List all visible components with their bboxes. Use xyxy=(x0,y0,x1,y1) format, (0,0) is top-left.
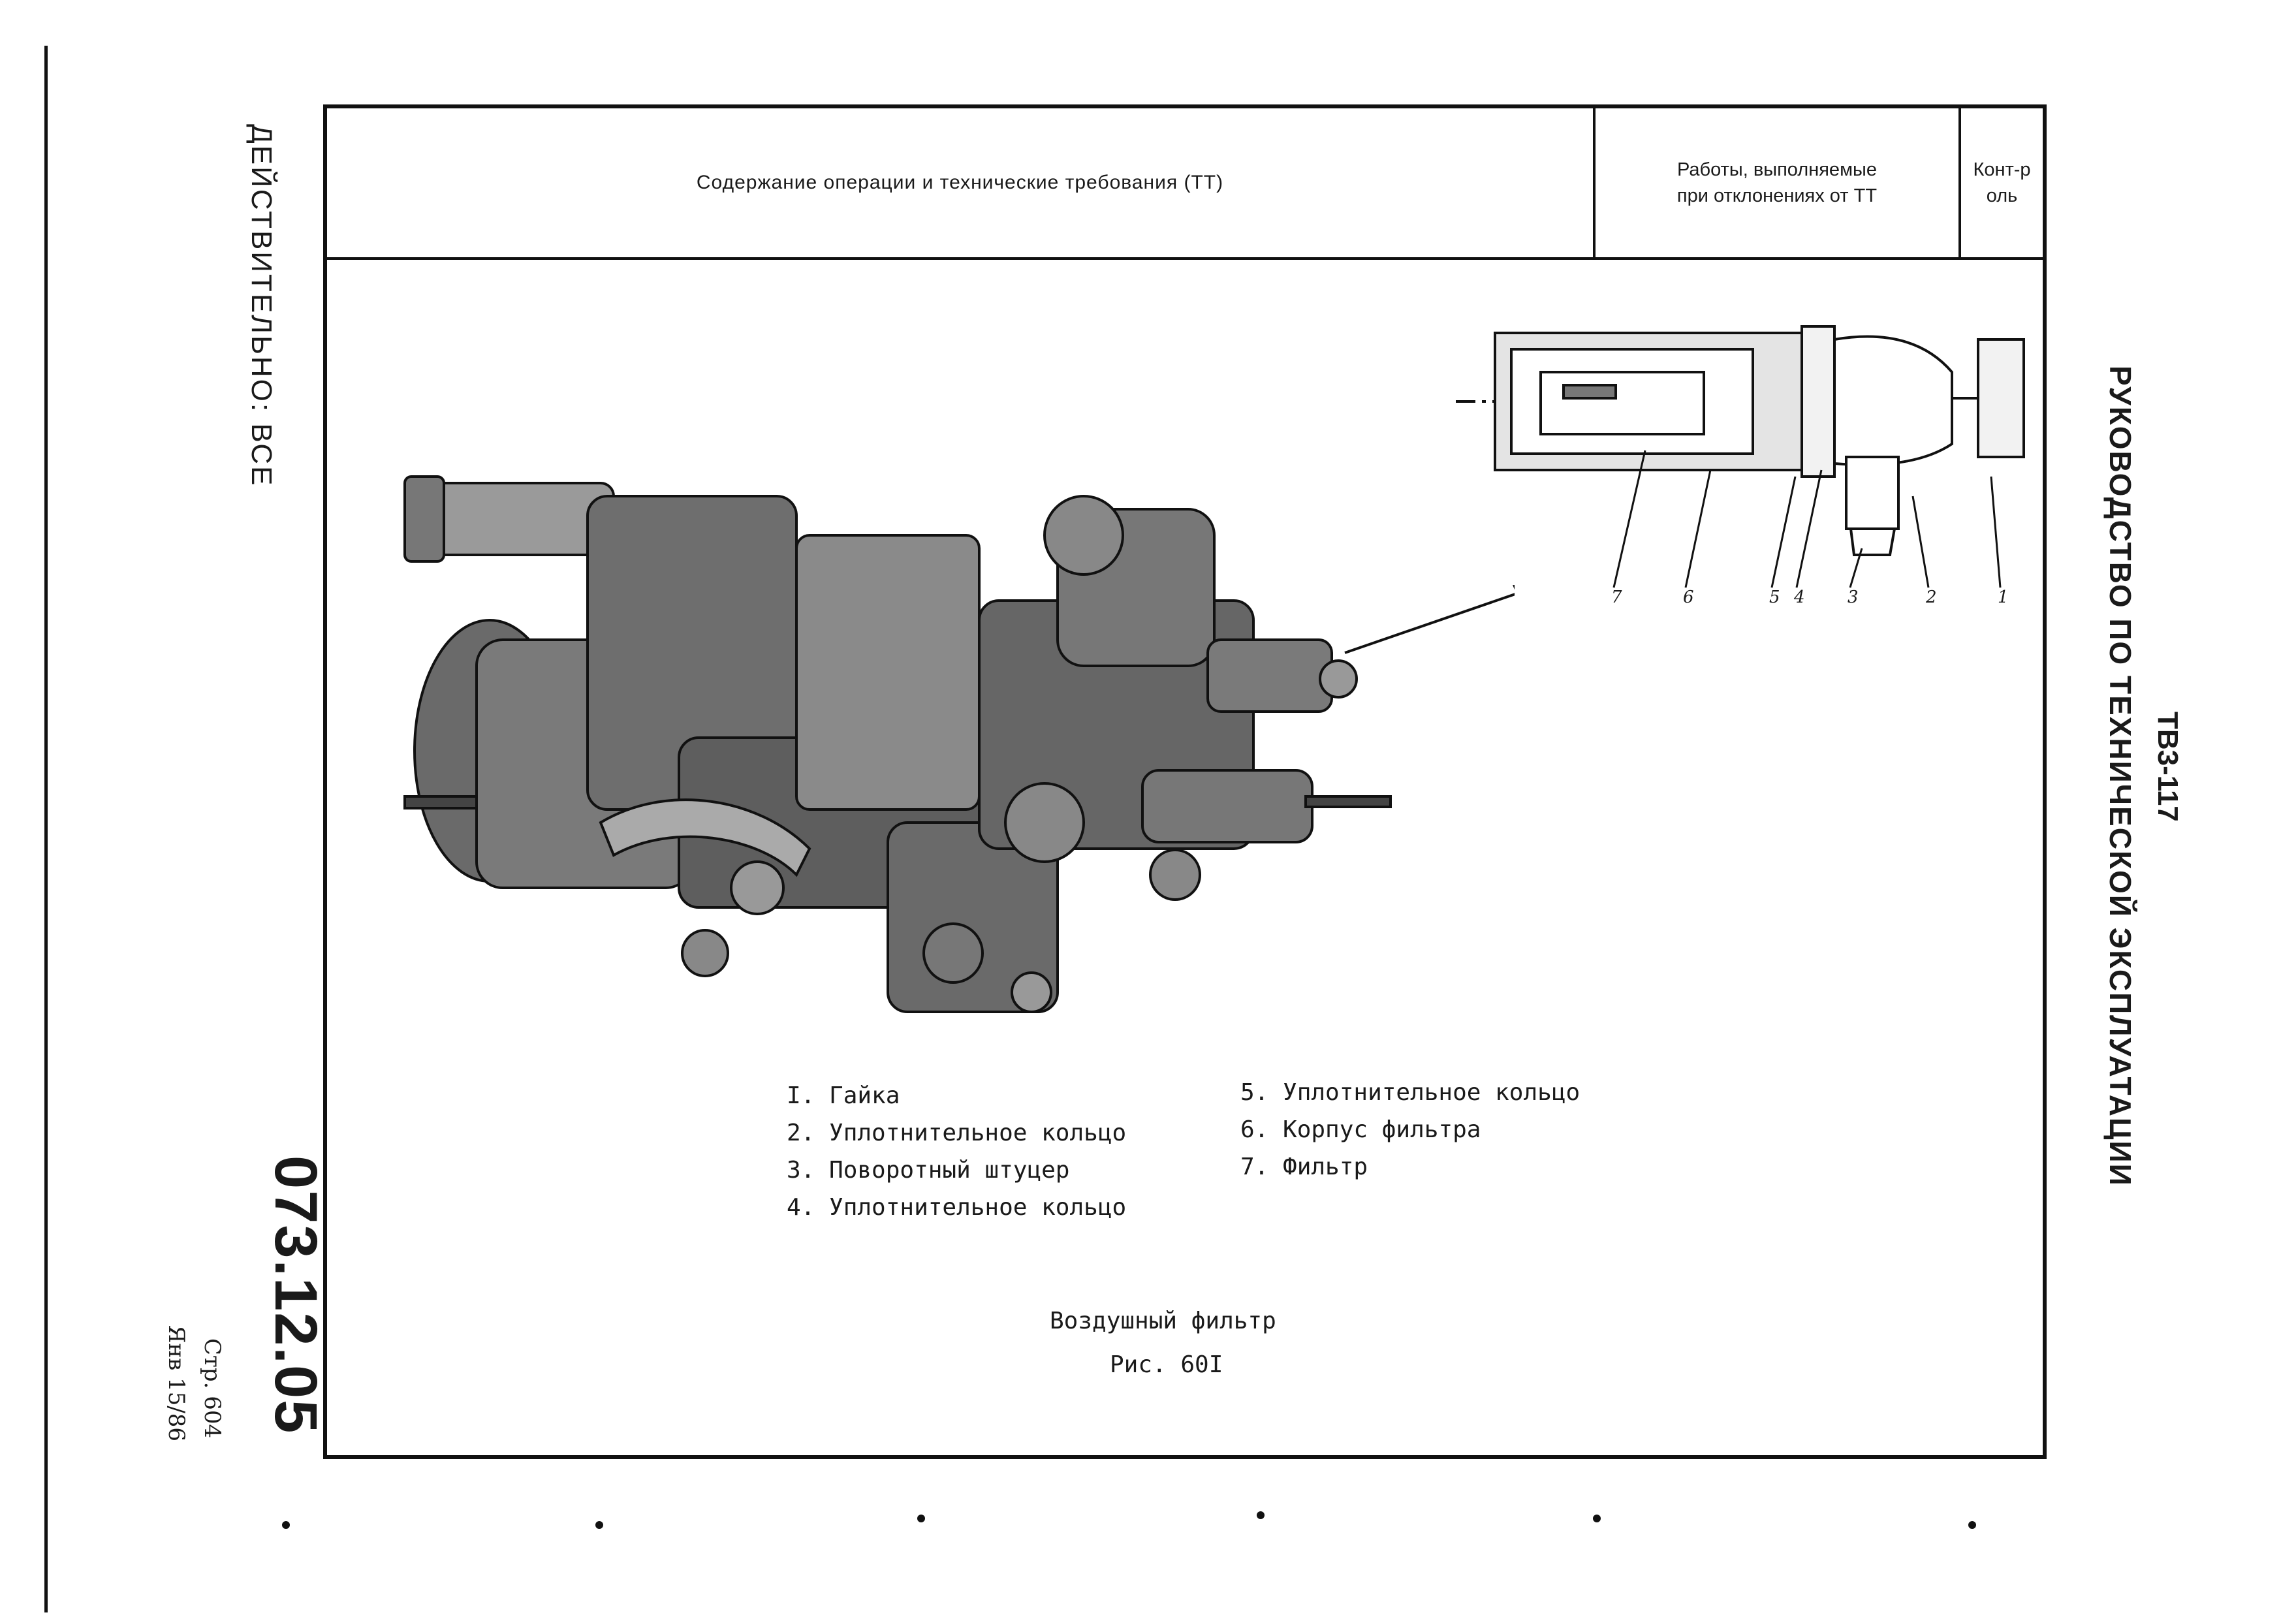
column-divider xyxy=(1593,108,1596,260)
validity-label: ДЕЙСТВИТЕЛЬНО: ВСЕ xyxy=(245,124,277,488)
callout-6: 6 xyxy=(1683,588,1694,607)
callout-leader-lines xyxy=(1612,450,2002,588)
callout-5: 5 xyxy=(1769,588,1780,607)
binding-line xyxy=(44,46,48,1612)
document-number: 073.12.05 xyxy=(262,1155,329,1435)
header-works-text: Работы, выполняемые при отклонениях от Т… xyxy=(1676,159,1878,206)
callout-3: 3 xyxy=(1848,588,1859,607)
callout-4: 4 xyxy=(1794,588,1805,607)
legend-left-column: I. Гайка 2. Уплотнительное кольцо 3. Пов… xyxy=(787,1077,1126,1226)
header-content-column: Содержание операции и технические требов… xyxy=(696,172,1224,193)
legend-item: 2. Уплотнительное кольцо xyxy=(787,1120,1127,1146)
figure-title: Воздушный фильтр xyxy=(1050,1308,1276,1334)
legend-item: 4. Уплотнительное кольцо xyxy=(787,1194,1127,1221)
punch-mark xyxy=(595,1521,603,1529)
header-works-column: Работы, выполняемые при отклонениях от Т… xyxy=(1596,108,1958,257)
table-header-row xyxy=(327,108,2043,260)
figure-number: Рис. 60I xyxy=(1110,1351,1223,1378)
page-number: Стр. 604 xyxy=(199,1338,225,1439)
callout-2: 2 xyxy=(1926,588,1937,607)
legend-right-column: 5. Уплотнительное кольцо 6. Корпус фильт… xyxy=(1240,1074,1580,1186)
manual-title: РУКОВОДСТВО ПО ТЕХНИЧЕСКОЙ ЭКСПЛУАТАЦИИ xyxy=(2103,366,2137,1187)
column-divider xyxy=(1958,108,1961,260)
header-control-text: Конт-роль xyxy=(1973,159,2031,206)
callout-1: 1 xyxy=(1998,588,2009,607)
air-filter-section-drawing xyxy=(1456,325,2025,483)
legend-item: 3. Поворотный штуцер xyxy=(787,1157,1070,1184)
engine-unit-illustration xyxy=(403,475,1515,1013)
punch-mark xyxy=(1593,1515,1601,1522)
engine-model: ТВ3-117 xyxy=(2152,712,2184,822)
legend-item: I. Гайка xyxy=(787,1082,900,1109)
punch-mark xyxy=(917,1515,925,1522)
revision-date: Янв 15/86 xyxy=(163,1325,189,1442)
header-control-column: Конт-роль xyxy=(1961,108,2043,257)
page-frame xyxy=(323,104,2047,1459)
callout-7: 7 xyxy=(1611,588,1622,607)
punch-mark xyxy=(1257,1511,1265,1519)
punch-mark xyxy=(282,1521,290,1529)
punch-mark xyxy=(1968,1521,1976,1529)
legend-item: 6. Корпус фильтра xyxy=(1240,1116,1481,1143)
legend-item: 7. Фильтр xyxy=(1240,1154,1368,1180)
legend-item: 5. Уплотнительное кольцо xyxy=(1240,1079,1580,1106)
